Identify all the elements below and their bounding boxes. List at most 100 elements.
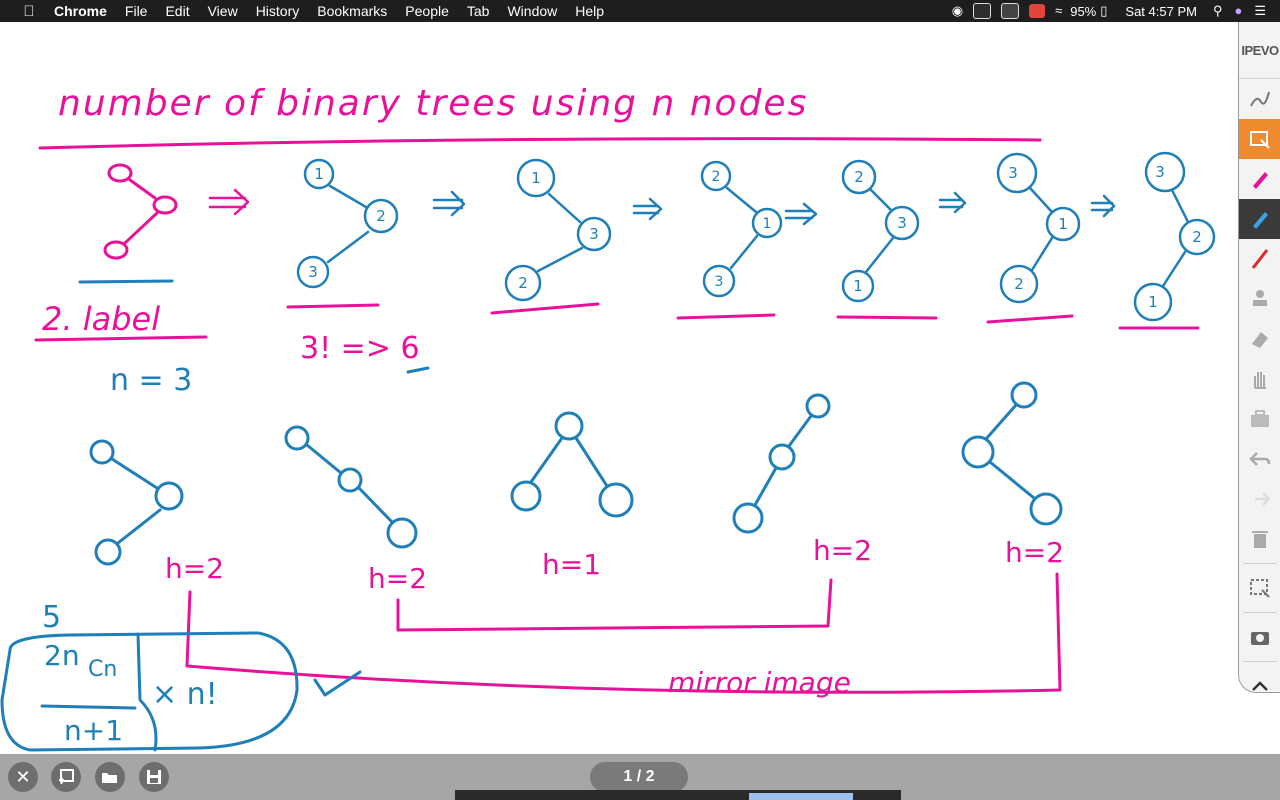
formula-vertical xyxy=(136,632,158,752)
label-underline xyxy=(34,335,208,342)
open-folder-button[interactable] xyxy=(95,762,125,792)
menu-help[interactable]: Help xyxy=(575,3,605,19)
redo-button[interactable] xyxy=(1239,479,1280,519)
select-tool[interactable] xyxy=(1239,119,1280,159)
mirror-label: mirror image xyxy=(668,666,851,699)
pink-pen-tool[interactable] xyxy=(1239,159,1280,199)
camera-button[interactable] xyxy=(1239,617,1280,657)
open-folder-icon xyxy=(102,773,117,783)
height-label-3: h=1 xyxy=(542,548,601,581)
screen-select-button[interactable] xyxy=(1239,568,1280,608)
t4-node-a: 2 xyxy=(854,168,864,186)
red-line-tool[interactable] xyxy=(1239,239,1280,279)
blue-pen-icon xyxy=(1253,212,1268,229)
menu-tab[interactable]: Tab xyxy=(466,3,490,19)
save-button[interactable] xyxy=(139,762,169,792)
t1-node-b: 2 xyxy=(376,207,386,225)
battery-icon[interactable]: ▯ xyxy=(1100,3,1108,18)
thumbnail-strip[interactable] xyxy=(455,790,901,800)
labeled-tree-2 xyxy=(504,158,612,302)
check-mark xyxy=(313,670,362,697)
bottom-bar: ✕ 1 / 2 xyxy=(0,754,1280,800)
chevron-up-icon xyxy=(1252,681,1268,691)
t3-node-a: 2 xyxy=(712,169,721,185)
t6-node-a: 3 xyxy=(1155,163,1165,181)
toolbar-brand: IPEVO xyxy=(1239,22,1280,79)
menu-history[interactable]: History xyxy=(255,3,300,19)
select-icon xyxy=(1250,131,1270,149)
height-label-2: h=2 xyxy=(368,562,427,595)
height-label-4: h=2 xyxy=(813,534,872,567)
save-icon xyxy=(147,770,161,784)
camera-app-icon[interactable] xyxy=(1001,3,1020,19)
pencil-icon xyxy=(1250,91,1270,107)
formula-subscript: Cn xyxy=(88,657,117,682)
count-text: 5 xyxy=(42,600,61,635)
new-page-button[interactable] xyxy=(51,762,81,792)
undo-button[interactable] xyxy=(1239,439,1280,479)
current-thumbnail[interactable] xyxy=(749,793,853,800)
pink-underline-1 xyxy=(78,279,174,284)
toolbar-divider-3 xyxy=(1243,661,1277,662)
menu-people[interactable]: People xyxy=(405,3,449,19)
n-value: n = 3 xyxy=(110,363,192,398)
labeled-tree-4 xyxy=(841,159,920,303)
close-button[interactable]: ✕ xyxy=(8,762,38,792)
hand-tool[interactable] xyxy=(1239,359,1280,399)
pink-pen-icon xyxy=(1253,172,1268,189)
siri-icon[interactable]: ● xyxy=(1234,3,1243,18)
arrow-6 xyxy=(1090,194,1116,218)
record-status-icon[interactable]: ◉ xyxy=(951,3,964,18)
menu-bookmarks[interactable]: Bookmarks xyxy=(317,3,388,19)
t5-node-b: 1 xyxy=(1058,215,1068,233)
menu-view[interactable]: View xyxy=(207,3,238,19)
eraser-tool[interactable] xyxy=(1239,319,1280,359)
notification-center-icon[interactable]: ☰ xyxy=(1254,3,1266,18)
annotate-app-icon[interactable] xyxy=(1029,4,1046,18)
menu-edit[interactable]: Edit xyxy=(165,3,190,19)
menu-app-name[interactable]: Chrome xyxy=(54,3,107,19)
t1-node-c: 3 xyxy=(308,263,318,281)
title-text: number of binary trees using n nodes xyxy=(58,83,808,124)
labeled-tree-5 xyxy=(996,152,1081,304)
page-indicator[interactable]: 1 / 2 xyxy=(590,762,688,792)
shape-4 xyxy=(732,393,831,534)
formula-multiplier: × n! xyxy=(152,677,218,712)
pencil-tool[interactable] xyxy=(1239,79,1280,119)
menu-file[interactable]: File xyxy=(124,3,148,19)
whiteboard-canvas[interactable]: number of binary trees using n nodes 2. … xyxy=(0,22,1236,754)
bracket-inner xyxy=(396,578,833,632)
screen-tool-icon[interactable] xyxy=(973,3,992,19)
toolbox-icon xyxy=(1251,410,1269,427)
t4-node-c: 1 xyxy=(853,277,863,295)
annotation-toolbar: IPEVO xyxy=(1238,22,1280,693)
label-note: 2. label xyxy=(42,300,160,338)
t2-node-a: 1 xyxy=(531,169,541,187)
apple-logo-icon[interactable]:  xyxy=(18,3,40,20)
t1-node-a: 1 xyxy=(314,165,324,183)
blue-pen-tool[interactable] xyxy=(1239,199,1280,239)
trash-button[interactable] xyxy=(1239,519,1280,559)
height-label-1: h=2 xyxy=(165,552,224,585)
clock[interactable]: Sat 4:57 PM xyxy=(1125,3,1197,19)
battery-percent: 95% xyxy=(1070,3,1097,19)
menu-bar:  Chrome File Edit View History Bookmark… xyxy=(0,0,1280,22)
toolbox-tool[interactable] xyxy=(1239,399,1280,439)
spotlight-search-icon[interactable]: ⚲ xyxy=(1212,3,1223,18)
screen-select-icon xyxy=(1250,579,1270,598)
formula-circle xyxy=(0,631,299,752)
eraser-icon xyxy=(1252,332,1268,348)
formula-numerator: 2n xyxy=(44,639,80,672)
stamp-tool[interactable] xyxy=(1239,279,1280,319)
t6-node-b: 2 xyxy=(1192,228,1202,246)
shape-1 xyxy=(89,439,184,566)
menu-window[interactable]: Window xyxy=(507,3,558,19)
wifi-icon[interactable]: ≈ xyxy=(1055,3,1063,18)
collapse-toolbar-button[interactable] xyxy=(1239,666,1280,706)
t5-node-c: 2 xyxy=(1014,275,1024,293)
toolbar-divider-2 xyxy=(1243,612,1277,613)
shape-2 xyxy=(284,425,418,549)
undo-icon xyxy=(1249,452,1271,466)
formula-denominator: n+1 xyxy=(64,714,123,747)
t2-node-c: 2 xyxy=(518,274,528,292)
